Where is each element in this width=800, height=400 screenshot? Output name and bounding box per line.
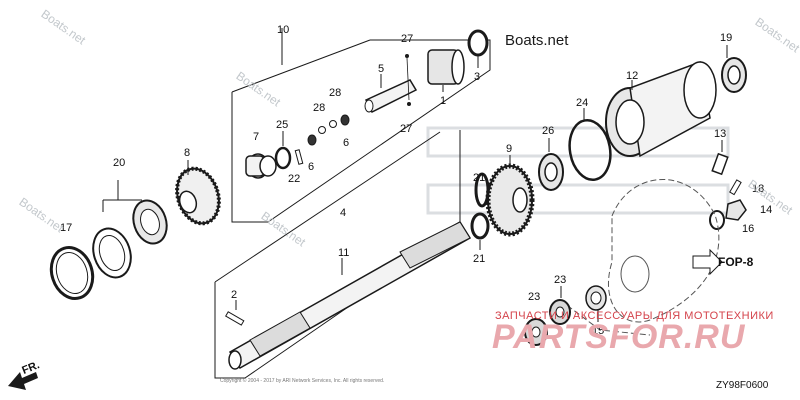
- label-11: 11: [338, 247, 349, 259]
- label-10: 10: [277, 24, 289, 36]
- fop-reference[interactable]: FOP-8: [718, 255, 754, 269]
- part-12-bearing-holder: [605, 60, 717, 158]
- part-26-bearing: [538, 138, 564, 191]
- label-24: 24: [576, 97, 588, 109]
- label-18: 18: [752, 183, 764, 195]
- label-7: 7: [253, 131, 259, 143]
- part-20-roller-bearing: [117, 180, 168, 245]
- label-23b: 23: [528, 291, 540, 303]
- front-direction-arrow-icon: [8, 372, 38, 390]
- part-9-bevel-gear: [485, 155, 535, 237]
- shop-brand-watermark: PARTSFOR.RU: [492, 318, 746, 356]
- label-23a: 23: [554, 274, 566, 286]
- part-1-clutch: [427, 49, 465, 92]
- assembly-outline-11: [214, 130, 461, 379]
- part-7-plunger: [245, 153, 277, 179]
- diagram-code: ZY98F0600: [716, 380, 769, 391]
- part-6-spring-b: [340, 114, 350, 126]
- part-15-spacer: [585, 285, 607, 322]
- part-8-bevel-gear: [175, 160, 221, 226]
- part-3-ring: [467, 29, 489, 68]
- label-14: 14: [760, 204, 772, 216]
- part-23-seal-a: [549, 286, 571, 325]
- part-25-clip: [274, 131, 292, 170]
- label-8: 8: [184, 147, 190, 159]
- shop-tagline-watermark: ЗАПЧАСТИ И АКСЕССУАРЫ ДЛЯ МОТОТЕХНИКИ: [495, 310, 774, 322]
- part-23-seal-b: [524, 318, 548, 346]
- part-27-pin-b: [407, 102, 411, 106]
- part-13-bolt: [711, 140, 729, 176]
- part-28-ball-a: [318, 126, 326, 134]
- part-21-washer-b: [470, 212, 490, 250]
- label-6a: 6: [308, 161, 314, 173]
- label-28: 28: [329, 87, 341, 99]
- part-27-pin-a: [405, 54, 409, 58]
- part-17-oring: [49, 246, 95, 300]
- label-19: 19: [720, 32, 732, 44]
- label-2: 2: [231, 289, 237, 301]
- label-21b: 21: [473, 253, 485, 265]
- label-28b: 28: [313, 102, 325, 114]
- label-9: 9: [506, 143, 512, 155]
- boats-net-watermark-main: Boats.net: [505, 32, 569, 49]
- honda-marine-watermark: [426, 126, 730, 215]
- part-14-nut: [725, 199, 747, 221]
- part-20-race: [92, 227, 132, 279]
- label-17: 17: [60, 222, 72, 234]
- copyright-line: Copyright © 2004 - 2017 by ARI Network S…: [220, 378, 385, 384]
- label-13: 13: [714, 128, 726, 140]
- label-4: 4: [340, 207, 346, 219]
- label-15: 15: [592, 325, 604, 337]
- part-11-propeller-shaft: [228, 220, 472, 370]
- label-20: 20: [113, 157, 125, 169]
- label-26: 26: [542, 125, 554, 137]
- label-21a: 21: [473, 172, 485, 184]
- propeller-outline: [559, 179, 720, 336]
- fop-arrow-icon: [692, 248, 723, 276]
- part-2-key: [225, 300, 245, 326]
- part-19-needle-bearing: [721, 45, 747, 93]
- label-6b: 6: [343, 137, 349, 149]
- label-25: 25: [276, 119, 288, 131]
- label-3: 3: [474, 71, 480, 83]
- part-22-pin: [294, 149, 304, 165]
- part-24-oring: [568, 108, 612, 181]
- part-28-ball-b: [329, 120, 337, 128]
- label-1: 1: [440, 95, 446, 107]
- label-5: 5: [378, 63, 384, 75]
- label-27b: 27: [400, 123, 412, 135]
- label-22: 22: [288, 173, 300, 185]
- part-21-washer-a: [474, 172, 490, 208]
- label-27a: 27: [401, 33, 413, 45]
- part-5-slider: [364, 74, 418, 114]
- part-18-cotter-pin: [729, 179, 742, 196]
- label-12: 12: [626, 70, 638, 82]
- label-16: 16: [742, 223, 754, 235]
- part-6-spring-a: [307, 134, 317, 146]
